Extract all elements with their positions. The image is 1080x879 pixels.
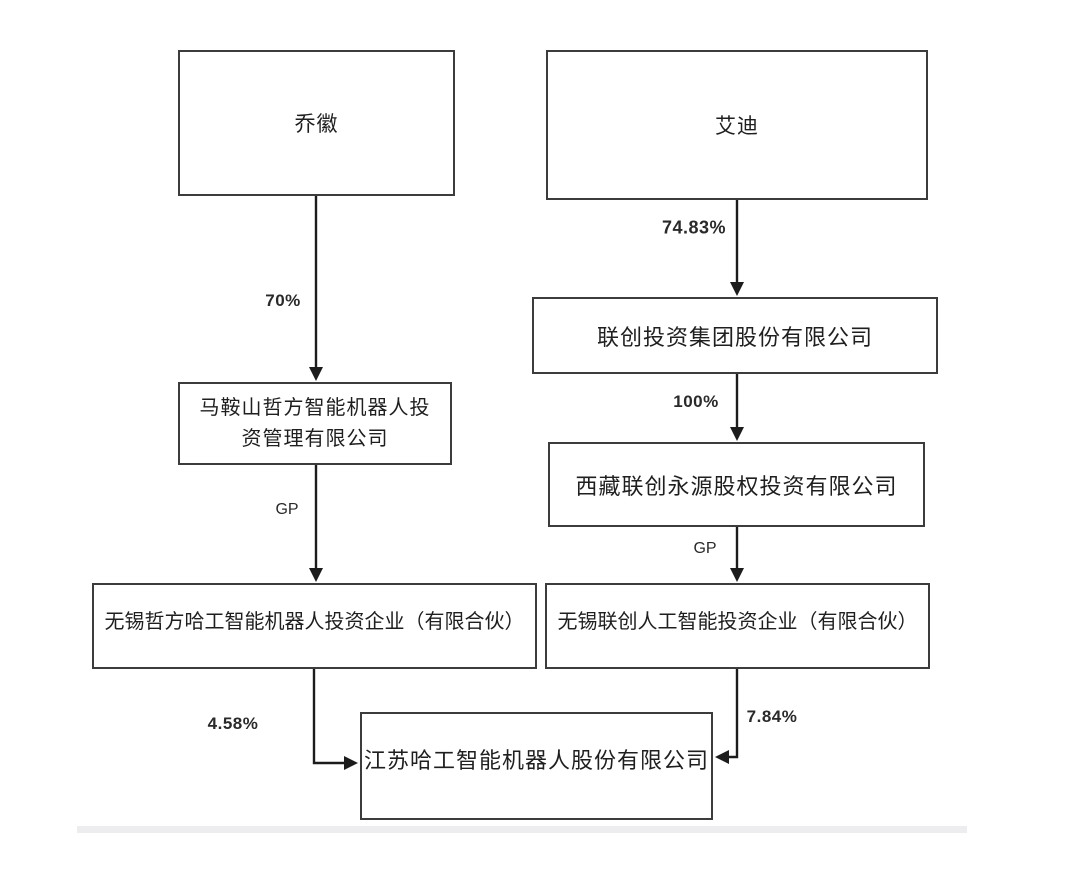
node-shareholder-aidi: 艾迪 [546,50,928,200]
node-maanshan-zhefang: 马鞍山哲方智能机器人投资管理有限公司 [178,382,452,465]
arrow-maanshan-to-wuxi-zhefang [309,465,323,582]
node-label: 无锡哲方哈工智能机器人投资企业（有限合伙） [104,610,525,633]
arrow-lianchuang-to-xizang [730,374,744,441]
edge-label-70pct: 70% [265,291,301,310]
node-label: 乔徽 [294,113,339,136]
node-xizang-lianchuang-yongyuan: 西藏联创永源股权投资有限公司 [548,442,925,527]
node-label-line2: 资管理有限公司 [241,427,389,450]
node-label: 联创投资集团股份有限公司 [596,324,873,350]
arrow-wuxi-lianchuang-to-jiangsu [715,669,739,764]
edge-label-100pct: 100% [673,392,719,411]
node-label: 西藏联创永源股权投资有限公司 [575,473,898,499]
node-wuxi-lianchuang-partnership: 无锡联创人工智能投资企业（有限合伙） [545,583,930,669]
node-label-line1: 马鞍山哲方智能机器人投 [199,396,431,419]
node-label: 江苏哈工智能机器人股份有限公司 [363,748,709,773]
arrow-qiaohui-to-maanshan [309,196,323,381]
node-label: 艾迪 [715,115,759,138]
arrow-xizang-to-wuxi-lianchuang [730,527,744,582]
scan-artifact-band [77,826,967,833]
node-lianchuang-investment-group: 联创投资集团股份有限公司 [532,297,938,374]
node-label: 无锡联创人工智能投资企业（有限合伙） [557,610,918,633]
edge-label-4-58pct: 4.58% [207,714,259,733]
edge-label-7-84pct: 7.84% [746,707,798,726]
arrow-aidi-to-lianchuang [730,200,744,296]
node-label: 马鞍山哲方智能机器人投资管理有限公司 [200,393,431,455]
node-jiangsu-hagong-robot: 江苏哈工智能机器人股份有限公司 [360,712,713,820]
edge-label-74-83pct: 74.83% [661,217,727,238]
node-shareholder-qiaohui: 乔徽 [178,50,455,196]
edge-label-gp-left: GP [275,501,299,518]
edge-label-gp-right: GP [693,540,717,557]
arrow-wuxi-zhefang-to-jiangsu [312,669,358,770]
node-wuxi-zhefang-partnership: 无锡哲方哈工智能机器人投资企业（有限合伙） [92,583,537,669]
